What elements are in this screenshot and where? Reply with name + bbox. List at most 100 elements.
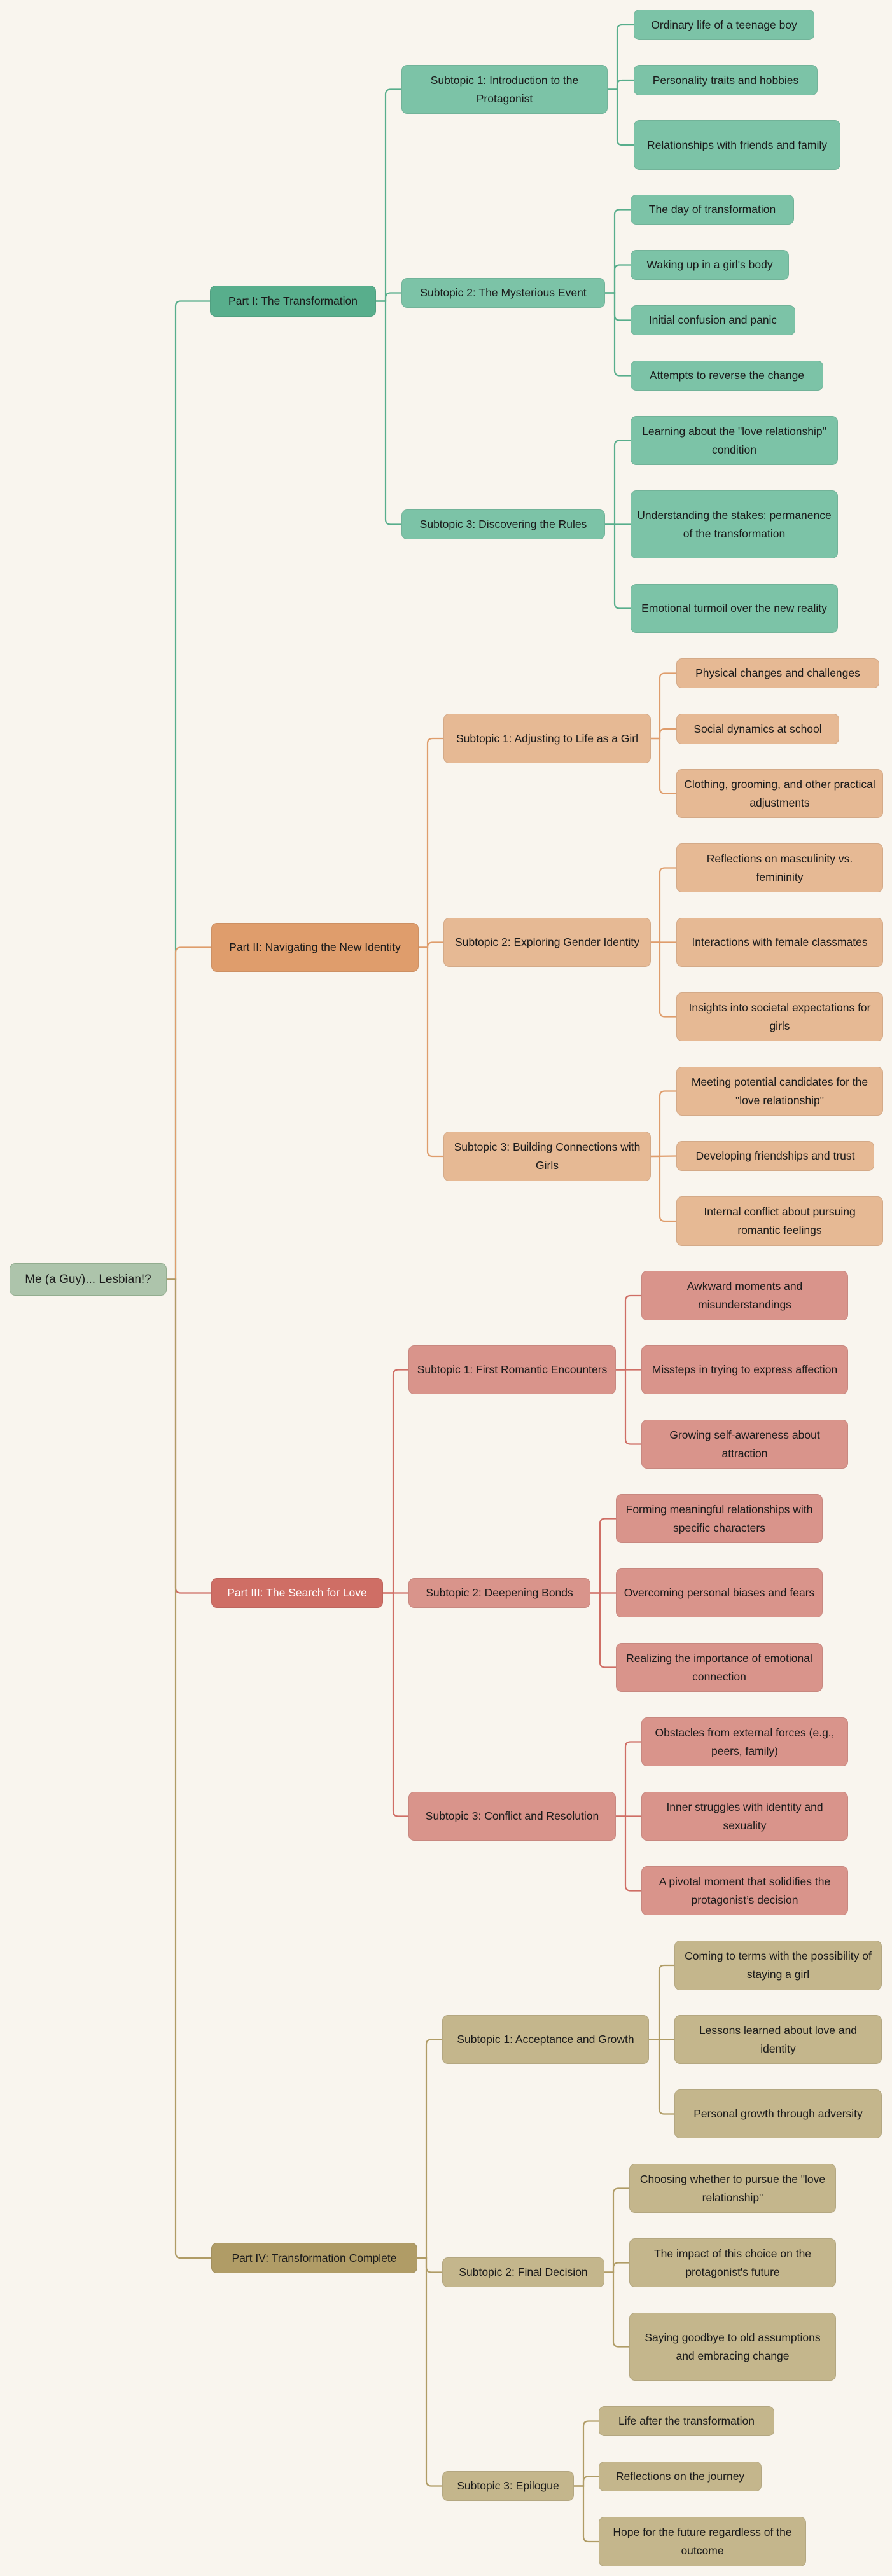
leaf-node-label: Forming meaningful relationships with sp… [625,1502,813,1534]
leaf-node[interactable]: Initial confusion and panic [631,305,795,335]
connector-part-subtopic [417,2257,442,2487]
subtopic-node-label: Subtopic 1: First Romantic Encounters [417,1363,608,1376]
subtopic-node-label: Subtopic 1: Adjusting to Life as a Girl [456,731,638,745]
connector-subtopic-item [608,88,634,146]
leaf-node[interactable]: Lessons learned about love and identity [674,2015,882,2064]
leaf-node-label: The impact of this choice on the protago… [653,2247,812,2278]
leaf-node-label: Saying goodbye to old assumptions and em… [645,2330,821,2362]
connector-subtopic-item [605,523,631,609]
leaf-node-label: Attempts to reverse the change [649,369,805,382]
leaf-node-label: Lessons learned about love and identity [699,2023,858,2055]
leaf-node[interactable]: Waking up in a girl's body [631,250,789,280]
leaf-node-label: Emotional turmoil over the new reality [641,602,827,614]
subtopic-node-label: Subtopic 2: Deepening Bonds [426,1586,573,1599]
connector-subtopic-item [590,1592,616,1668]
connector-subtopic-item [605,264,631,294]
leaf-node[interactable]: Personal growth through adversity [674,2089,882,2138]
leaf-node[interactable]: Personality traits and hobbies [634,65,818,95]
subtopic-node[interactable]: Subtopic 1: Acceptance and Growth [442,2015,649,2064]
leaf-node-label: Interactions with female classmates [692,936,868,948]
leaf-node[interactable]: The day of transformation [631,195,794,225]
leaf-node-label: Personality traits and hobbies [652,73,799,87]
connector-subtopic-item [616,1741,641,1817]
subtopic-node[interactable]: Subtopic 3: Epilogue [442,2471,574,2501]
leaf-node-label: Overcoming personal biases and fears [624,1586,815,1599]
leaf-node[interactable]: Social dynamics at school [676,714,839,744]
leaf-node[interactable]: Hope for the future regardless of the ou… [599,2517,806,2566]
connector-part-subtopic [419,941,443,948]
subtopic-node[interactable]: Subtopic 3: Building Connections with Gi… [443,1132,651,1181]
leaf-node[interactable]: Understanding the stakes: permanence of … [631,490,838,558]
connector-part-subtopic [419,946,443,1158]
leaf-node[interactable]: Obstacles from external forces (e.g., pe… [641,1717,848,1766]
leaf-node[interactable]: Developing friendships and trust [676,1141,874,1171]
subtopic-node-label: Subtopic 3: Building Connections with Gi… [454,1140,641,1172]
leaf-node[interactable]: Attempts to reverse the change [631,361,823,391]
connector-subtopic-item [605,292,631,377]
connector-part-subtopic [383,1369,408,1594]
leaf-node[interactable]: Growing self-awareness about attraction [641,1420,848,1469]
leaf-node[interactable]: Reflections on the journey [599,2462,762,2491]
leaf-node[interactable]: Saying goodbye to old assumptions and em… [629,2313,836,2381]
leaf-node[interactable]: The impact of this choice on the protago… [629,2238,836,2287]
leaf-node[interactable]: Coming to terms with the possibility of … [674,1941,882,1990]
leaf-node-label: Inner struggles with identity and sexual… [666,1800,823,1832]
leaf-node-label: Obstacles from external forces (e.g., pe… [655,1726,835,1757]
subtopic-node[interactable]: Subtopic 2: Final Decision [442,2257,604,2287]
leaf-node[interactable]: Internal conflict about pursuing romanti… [676,1196,883,1246]
leaf-node[interactable]: Realizing the importance of emotional co… [616,1643,823,1692]
leaf-node[interactable]: A pivotal moment that solidifies the pro… [641,1866,848,1915]
leaf-node[interactable]: Ordinary life of a teenage boy [634,10,814,40]
connector-subtopic-item [605,292,631,321]
leaf-node-label: Meeting potential candidates for the "lo… [691,1075,868,1107]
leaf-node[interactable]: Choosing whether to pursue the "love rel… [629,2164,836,2213]
leaf-node[interactable]: Clothing, grooming, and other practical … [676,769,883,818]
leaf-node-label: Reflections on the journey [615,2470,745,2483]
subtopic-node[interactable]: Subtopic 1: First Romantic Encounters [408,1345,616,1394]
leaf-node[interactable]: Relationships with friends and family [634,120,840,170]
subtopic-node[interactable]: Subtopic 2: Deepening Bonds [408,1578,590,1608]
leaf-node-label: Life after the transformation [618,2414,755,2427]
leaf-node[interactable]: Missteps in trying to express affection [641,1345,848,1394]
connector-part-subtopic [417,2039,442,2259]
leaf-node[interactable]: Forming meaningful relationships with sp… [616,1494,823,1543]
leaf-node[interactable]: Learning about the "love relationship" c… [631,416,838,465]
connector-subtopic-item [651,737,676,794]
part-node-4[interactable]: Part IV: Transformation Complete [211,2243,417,2273]
leaf-node[interactable]: Emotional turmoil over the new reality [631,584,838,633]
part-node-2[interactable]: Part II: Navigating the New Identity [211,923,419,972]
part-node-3[interactable]: Part III: The Search for Love [211,1578,383,1608]
leaf-node[interactable]: Meeting potential candidates for the "lo… [676,1067,883,1116]
part-node-1[interactable]: Part I: The Transformation [210,286,376,317]
connector-subtopic-item [574,2476,599,2487]
leaf-node-label: Choosing whether to pursue the "love rel… [639,2172,826,2204]
root-node[interactable]: Me (a Guy)... Lesbian!? [10,1263,167,1296]
subtopic-node[interactable]: Subtopic 2: Exploring Gender Identity [443,918,651,967]
leaf-node[interactable]: Awkward moments and misunderstandings [641,1271,848,1320]
leaf-node[interactable]: Interactions with female classmates [676,918,883,967]
leaf-node-label: Coming to terms with the possibility of … [685,1949,872,1981]
subtopic-node-label: Subtopic 3: Conflict and Resolution [425,1810,599,1822]
connector-root-part [167,300,210,1280]
leaf-node[interactable]: Life after the transformation [599,2406,774,2436]
connector-part-subtopic [376,292,401,302]
subtopic-node[interactable]: Subtopic 1: Adjusting to Life as a Girl [443,714,651,763]
connector-part-subtopic [417,2257,442,2273]
leaf-node-label: Clothing, grooming, and other practical … [684,777,875,809]
leaf-node[interactable]: Overcoming personal biases and fears [616,1568,823,1617]
subtopic-node[interactable]: Subtopic 1: Introduction to the Protagon… [401,65,608,114]
leaf-node[interactable]: Inner struggles with identity and sexual… [641,1792,848,1841]
part-node-1-label: Part I: The Transformation [228,294,358,307]
leaf-node[interactable]: Reflections on masculinity vs. femininit… [676,843,883,892]
subtopic-node[interactable]: Subtopic 3: Discovering the Rules [401,509,605,539]
subtopic-node-label: Subtopic 1: Acceptance and Growth [457,2033,634,2046]
part-node-2-label: Part II: Navigating the New Identity [229,941,401,953]
leaf-node[interactable]: Physical changes and challenges [676,658,879,688]
leaf-node[interactable]: Insights into societal expectations for … [676,992,883,1041]
subtopic-node[interactable]: Subtopic 3: Conflict and Resolution [408,1792,616,1841]
leaf-node-label: Learning about the "love relationship" c… [642,424,826,456]
connector-root-part [167,1278,211,2259]
part-node-3-label: Part III: The Search for Love [227,1586,367,1599]
subtopic-node[interactable]: Subtopic 2: The Mysterious Event [401,278,605,308]
